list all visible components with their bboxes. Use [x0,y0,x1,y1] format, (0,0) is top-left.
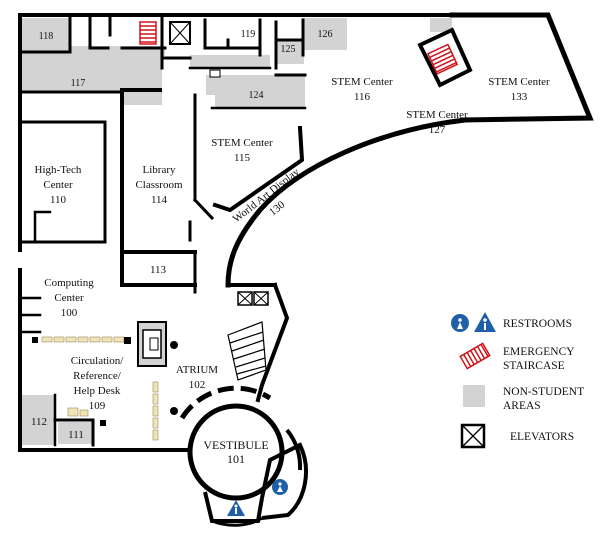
room-100-number: 100 [61,307,78,319]
room-127-number: 127 [429,124,446,136]
legend-nonstudent-line1: NON-STUDENT [503,386,584,398]
circulation-desk [137,321,167,367]
legend-staircase: EMERGENCY STAIRCASE [459,342,575,372]
room-100-line1: Computing [44,277,94,289]
elevator-top [169,21,191,45]
room-114-line1: Library [143,164,176,176]
legend-staircase-line1: EMERGENCY [503,346,575,358]
shelving [41,336,159,441]
elevators-atrium [237,291,269,306]
legend-restrooms-label: RESTROOMS [503,318,572,330]
room-109-line1: Circulation/ [71,355,124,367]
room-117-label: 117 [71,78,86,89]
room-126-area [303,18,347,50]
room-127-name: STEM Center [406,109,468,121]
atrium-staircase [227,321,267,381]
staircase-stem-133 [426,43,459,75]
room-101-number: 101 [227,452,245,466]
room-114-line2: Classroom [135,179,183,191]
room-119-area [190,55,270,69]
room-102-number: 102 [189,379,206,391]
room-111-area [58,422,93,444]
room-101-name: VESTIBULE [203,438,268,452]
walls [18,12,594,452]
room-113-label: 113 [150,264,167,276]
restroom-icon-women [272,479,288,495]
room-112-label: 112 [31,416,47,428]
legend: RESTROOMS EMERGENCY STAIRCASE NON-STUDEN… [451,312,584,449]
columns [32,337,178,426]
room-110-number: 110 [50,194,67,206]
staircase-icon [459,342,491,370]
room-109-line3: Help Desk [74,385,121,397]
room-115-name: STEM Center [211,137,273,149]
room-130-name: World Art Display [231,166,303,226]
room-112-area [22,395,55,445]
legend-elevators-label: ELEVATORS [510,431,574,443]
legend-restrooms: RESTROOMS [451,312,572,332]
room-124-area [206,75,305,108]
legend-nonstudent: NON-STUDENT AREAS [463,385,584,412]
room-125-area [276,40,304,64]
legend-nonstudent-line2: AREAS [503,400,541,412]
gray-nook-top [430,18,452,32]
room-115-number: 115 [234,152,251,164]
legend-staircase-line2: STAIRCASE [503,360,565,372]
men-restroom-icon [474,312,496,332]
room-124-label: 124 [249,90,264,101]
room-111-label: 111 [68,429,84,441]
room-109-line2: Reference/ [73,370,122,382]
room-110-line1: High-Tech [35,164,82,176]
legend-elevators: ELEVATORS [460,423,574,449]
room-110-line2: Center [43,179,73,191]
room-118-label: 118 [39,31,54,42]
room-119-label: 119 [241,29,256,40]
vestibule [179,385,308,527]
restroom-icon-men [227,500,245,516]
room-102-name: ATRIUM [176,364,218,376]
nonstudent-swatch [463,385,485,407]
room-114-number: 114 [151,194,168,206]
desk-124 [209,69,221,78]
room-133-number: 133 [511,91,528,103]
room-109-number: 109 [89,400,106,412]
room-116-number: 116 [354,91,371,103]
room-100-line2: Center [54,292,84,304]
room-126-label: 126 [318,29,333,40]
room-117-upper [70,46,165,56]
staircase-top-left [139,21,157,45]
room-125-label: 125 [281,44,296,55]
room-117-area [20,52,162,105]
room-116-name: STEM Center [331,76,393,88]
room-118-area [22,18,70,52]
room-133-name: STEM Center [488,76,550,88]
